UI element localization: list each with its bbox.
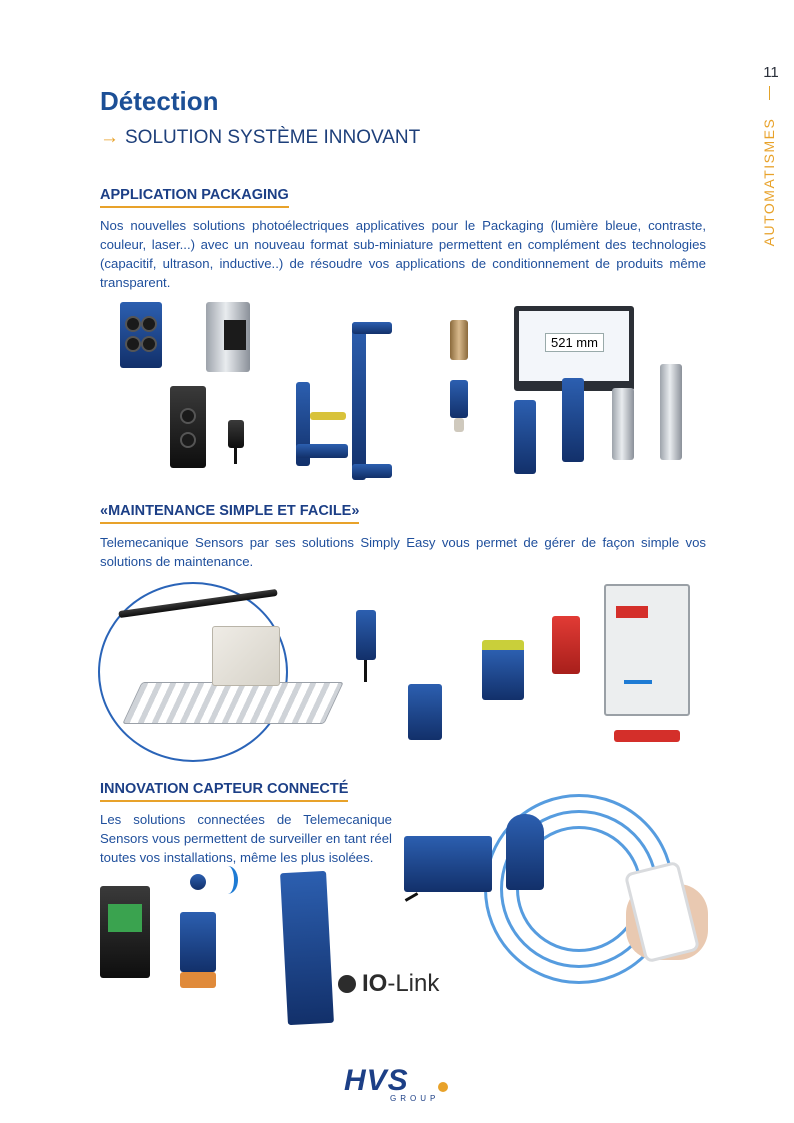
io-link-logo: IO-Link — [338, 970, 439, 998]
actuator-red — [614, 730, 680, 742]
subtitle-text: SOLUTION SYSTÈME INNOVANT — [125, 127, 421, 148]
ultrasonic-sensor-2 — [562, 378, 584, 462]
hvs-group-logo: HVS GROUP — [344, 1064, 450, 1104]
section-text-packaging: Nos nouvelles solutions photoélectriques… — [100, 218, 706, 290]
section-heading-packaging: APPLICATION PACKAGING — [100, 187, 289, 208]
fork-sensor-large — [352, 322, 366, 480]
connected-products-image — [100, 786, 710, 1030]
io-link-icon — [338, 975, 356, 993]
cylindrical-sensor — [356, 610, 376, 660]
side-tab: AUTOMATISMES — [757, 112, 781, 252]
maintenance-products-image — [98, 582, 710, 762]
ultrasonic-sensor-4 — [660, 364, 682, 460]
box — [212, 626, 280, 686]
inductive-sensor-square — [482, 640, 524, 700]
packaging-products-image: 521 mm — [100, 296, 710, 486]
ultrasonic-sensor-1 — [514, 400, 536, 474]
sub-miniature-sensor — [228, 420, 244, 448]
din-rail-module — [100, 886, 150, 978]
wireless-icon — [218, 866, 238, 894]
limit-switch — [408, 684, 442, 740]
page-number: 11 — [763, 64, 779, 81]
cylindrical-sensor-bronze — [450, 320, 468, 360]
wireless-limit-switch — [180, 912, 216, 972]
ultrasonic-sensor-3 — [612, 388, 634, 460]
zoom-circle — [98, 582, 288, 762]
distance-readout: 521 mm — [545, 333, 604, 352]
conveyor — [122, 682, 344, 724]
section-text-maintenance: Telemecanique Sensors par ses solutions … — [100, 535, 706, 569]
photoelectric-sensor-blue — [120, 302, 162, 368]
page-title: Détection — [100, 86, 219, 116]
section-heading-maintenance: «MAINTENANCE SIMPLE ET FACILE» — [100, 503, 360, 524]
door-panel — [604, 584, 690, 716]
photoelectric-sensor-black — [170, 386, 206, 468]
section-text-connected: Les solutions connectées de Telemecaniqu… — [100, 812, 392, 865]
io-link-master-hub — [404, 836, 492, 892]
arrow-right-icon: → — [100, 127, 119, 148]
photoelectric-sensor-silver — [206, 302, 250, 372]
page-number-divider — [769, 86, 770, 100]
io-link-block — [280, 870, 334, 1026]
wireless-sensor — [506, 814, 544, 890]
side-tab-label: AUTOMATISMES — [761, 117, 777, 247]
safety-switch-red — [552, 616, 580, 674]
page-subtitle: → SOLUTION SYSTÈME INNOVANT — [100, 127, 420, 149]
section-heading-connected: INNOVATION CAPTEUR CONNECTÉ — [100, 781, 349, 802]
cylindrical-sensor-blue — [450, 380, 468, 418]
